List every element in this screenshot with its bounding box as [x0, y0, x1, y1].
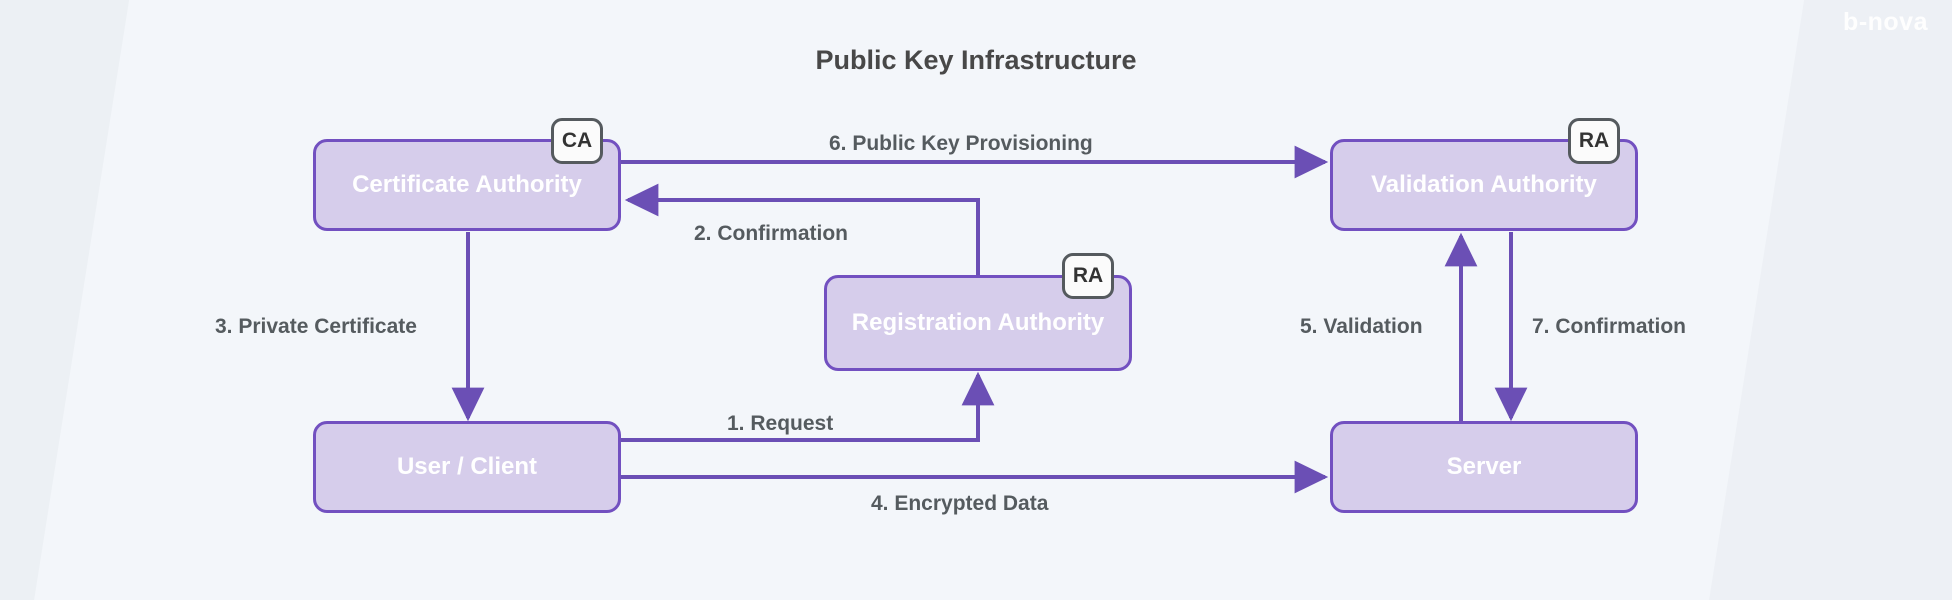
edge-label-6: 6. Public Key Provisioning	[829, 132, 1093, 155]
badge-ca: CA	[551, 118, 603, 164]
node-certificate-authority[interactable]: Certificate Authority	[313, 139, 621, 231]
node-label: Validation Authority	[1371, 171, 1597, 198]
edge-label-3: 3. Private Certificate	[215, 315, 417, 338]
edge-line-2	[624, 183, 980, 300]
edge-label-5: 5. Validation	[1300, 315, 1423, 338]
node-user-client[interactable]: User / Client	[313, 421, 621, 513]
badge-ra-registration: RA	[1062, 253, 1114, 299]
node-label: Server	[1446, 453, 1522, 480]
edge-label-4: 4. Encrypted Data	[871, 492, 1049, 515]
edge-label-1: 1. Request	[727, 412, 834, 435]
node-label: Registration Authority	[851, 309, 1105, 336]
edge-label-7: 7. Confirmation	[1532, 315, 1687, 338]
diagram-title: Public Key Infrastructure	[815, 45, 1137, 75]
node-server[interactable]: Server	[1330, 421, 1638, 513]
edge-line-1	[621, 371, 995, 442]
badge-label: CA	[561, 129, 593, 152]
bnova-watermark: b-nova	[1843, 8, 1928, 36]
node-label: Certificate Authority	[352, 171, 582, 198]
edge-label-2: 2. Confirmation	[694, 222, 849, 245]
badge-label: RA	[1578, 129, 1610, 152]
badge-label: RA	[1072, 264, 1104, 287]
badge-ra-validation: RA	[1568, 118, 1620, 164]
node-label: User / Client	[396, 453, 538, 480]
